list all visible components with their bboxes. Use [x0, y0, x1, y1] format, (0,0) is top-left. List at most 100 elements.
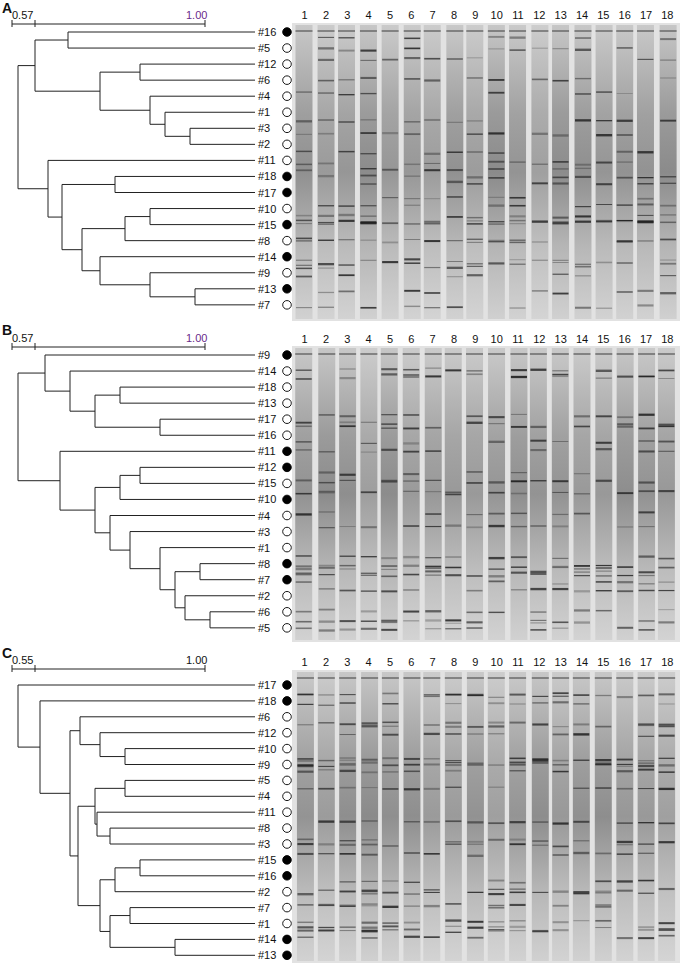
- gel-band: [658, 582, 674, 583]
- gel-band: [425, 566, 441, 567]
- gel-band: [445, 844, 461, 845]
- gel-band: [617, 120, 633, 122]
- gel-band: [488, 722, 504, 724]
- gel-band: [467, 263, 483, 264]
- gel-band: [425, 619, 441, 621]
- gel-band: [360, 222, 376, 224]
- gel-lane: [616, 25, 633, 319]
- gel-band: [319, 588, 335, 590]
- gel-band: [424, 765, 440, 766]
- gel-band: [362, 937, 378, 939]
- dendrogram-branch: [130, 923, 255, 924]
- dendrogram-branch: [35, 91, 100, 92]
- gel-band: [467, 223, 483, 225]
- gel-band: [637, 222, 653, 224]
- gel-band: [658, 378, 674, 379]
- dendrogram-branch: [95, 788, 125, 789]
- gel-band: [660, 260, 676, 261]
- gel-band: [489, 513, 505, 515]
- filled-marker: [283, 463, 292, 472]
- gel-band: [637, 221, 653, 223]
- gel-well: [339, 353, 356, 355]
- gel-band: [381, 449, 397, 451]
- gel-band: [404, 121, 420, 122]
- gel-band: [510, 240, 526, 241]
- gel-band: [596, 162, 612, 164]
- gel-band: [596, 442, 612, 444]
- gel-well: [532, 677, 549, 679]
- gel-band: [297, 765, 313, 767]
- gel-lane: [360, 25, 377, 319]
- gel-band: [658, 567, 674, 568]
- gel-band: [445, 733, 461, 735]
- gel-band: [445, 619, 461, 621]
- gel-band: [404, 223, 420, 224]
- gel-band: [489, 481, 505, 483]
- gel-well: [617, 353, 634, 355]
- dendrogram-branch: [125, 748, 255, 749]
- gel-band: [296, 268, 312, 269]
- dendrogram-branch: [95, 427, 160, 428]
- gel-band: [296, 223, 312, 224]
- lane-number: 7: [422, 332, 444, 346]
- scale-tick: [35, 665, 36, 672]
- lane-number: 6: [400, 8, 422, 22]
- filled-marker: [283, 188, 292, 197]
- gel-band: [489, 492, 505, 494]
- gel-band: [532, 845, 548, 846]
- gel-band: [360, 205, 376, 206]
- gel-band: [339, 94, 355, 95]
- gel-band: [382, 197, 398, 198]
- lane-number: 5: [379, 8, 401, 22]
- gel-band: [553, 223, 569, 225]
- gel-band: [511, 513, 527, 514]
- lane-number: 1: [294, 332, 316, 346]
- gel-band: [532, 762, 548, 764]
- gel-band: [489, 441, 505, 443]
- gel-band: [574, 609, 590, 611]
- gel-band: [381, 569, 397, 570]
- gel-band: [553, 182, 569, 184]
- lane-number: 9: [464, 8, 486, 22]
- sample-label: #8: [258, 821, 270, 835]
- gel-band: [339, 214, 355, 216]
- gel-band: [637, 290, 653, 292]
- gel-band: [404, 929, 420, 930]
- dendrogram-branch: [150, 272, 255, 273]
- gel-band: [552, 492, 568, 493]
- gel-band: [296, 260, 312, 261]
- gel-band: [510, 215, 526, 217]
- gel-band: [296, 573, 312, 575]
- gel-band: [510, 821, 526, 823]
- sample-label: #18: [258, 694, 276, 708]
- gel-band: [362, 854, 378, 856]
- gel-band: [638, 843, 654, 844]
- dendrogram-branch: [115, 867, 140, 868]
- gel-band: [318, 119, 334, 121]
- gel-band: [595, 759, 611, 761]
- dendrogram-branch: [120, 403, 255, 404]
- gel-band: [381, 621, 397, 623]
- gel-band: [381, 423, 397, 425]
- lane-number: 8: [443, 8, 465, 22]
- gel-well: [297, 677, 314, 679]
- sample-label: #3: [258, 525, 270, 539]
- gel-band: [489, 416, 505, 418]
- sample-label: #2: [258, 885, 270, 899]
- gel-band: [382, 845, 398, 846]
- lane-number: 13: [550, 655, 572, 669]
- gel-lane: [404, 25, 421, 319]
- gel-band: [596, 120, 612, 121]
- lane-number: 14: [571, 8, 593, 22]
- gel-well: [530, 353, 547, 355]
- gel-band: [424, 58, 440, 60]
- open-marker: [283, 76, 292, 85]
- gel-band: [319, 620, 335, 622]
- gel-band: [362, 927, 378, 929]
- gel-band: [381, 482, 397, 483]
- dendrogram-branch: [125, 764, 255, 765]
- panel: [12, 343, 680, 642]
- gel-band: [638, 822, 654, 823]
- gel-lane: [637, 25, 654, 319]
- gel-band: [296, 307, 312, 308]
